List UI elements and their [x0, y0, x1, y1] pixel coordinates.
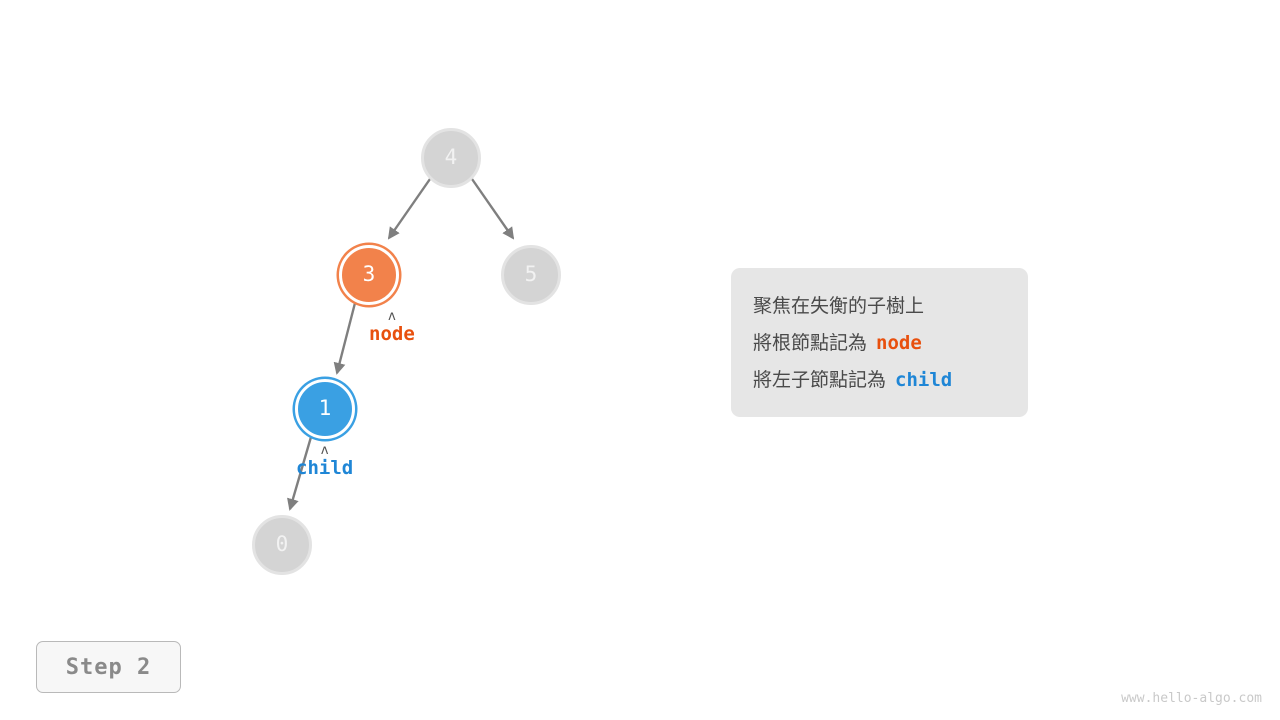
- caption-line-1: 聚焦在失衡的子樹上: [753, 288, 1006, 325]
- caption-line-2: 將根節點記為 node: [753, 325, 1006, 362]
- pointer-label-node: ʌ node: [369, 309, 415, 345]
- tree-node-4-value: 4: [444, 144, 458, 169]
- step-badge: Step 2: [36, 641, 181, 693]
- step-badge-label: Step 2: [65, 654, 152, 680]
- tree-node-0: 0: [252, 515, 312, 575]
- tree-node-1-value: 1: [318, 395, 332, 420]
- caption-box: 聚焦在失衡的子樹上 將根節點記為 node 將左子節點記為 child: [731, 268, 1028, 417]
- watermark: www.hello-algo.com: [1121, 691, 1262, 706]
- caption-line-3-code: child: [895, 369, 953, 391]
- tree-node-4: 4: [421, 128, 481, 188]
- tree-node-1: 1: [295, 379, 355, 439]
- tree-node-5-value: 5: [524, 261, 538, 286]
- caret-up-icon: ʌ: [387, 309, 396, 324]
- caption-line-2-code: node: [876, 332, 922, 354]
- tree-node-5: 5: [501, 245, 561, 305]
- tree-node-0-value: 0: [275, 531, 289, 556]
- tree-node-3-value: 3: [362, 261, 376, 286]
- caption-line-2-text: 將根節點記為: [753, 332, 868, 354]
- edge-3-1: [333, 302, 357, 375]
- caption-line-3-text: 將左子節點記為: [753, 369, 887, 391]
- edge-4-3: [387, 178, 431, 240]
- pointer-label-child-text: child: [296, 457, 354, 479]
- edge-4-5: [471, 178, 515, 240]
- pointer-label-child: ʌ child: [296, 443, 354, 479]
- pointer-label-node-text: node: [369, 323, 415, 345]
- tree-node-3: 3: [339, 245, 399, 305]
- caption-line-3: 將左子節點記為 child: [753, 362, 1006, 399]
- caret-up-icon: ʌ: [320, 443, 329, 458]
- watermark-text: www.hello-algo.com: [1121, 691, 1262, 706]
- caption-line-1-text: 聚焦在失衡的子樹上: [753, 295, 925, 317]
